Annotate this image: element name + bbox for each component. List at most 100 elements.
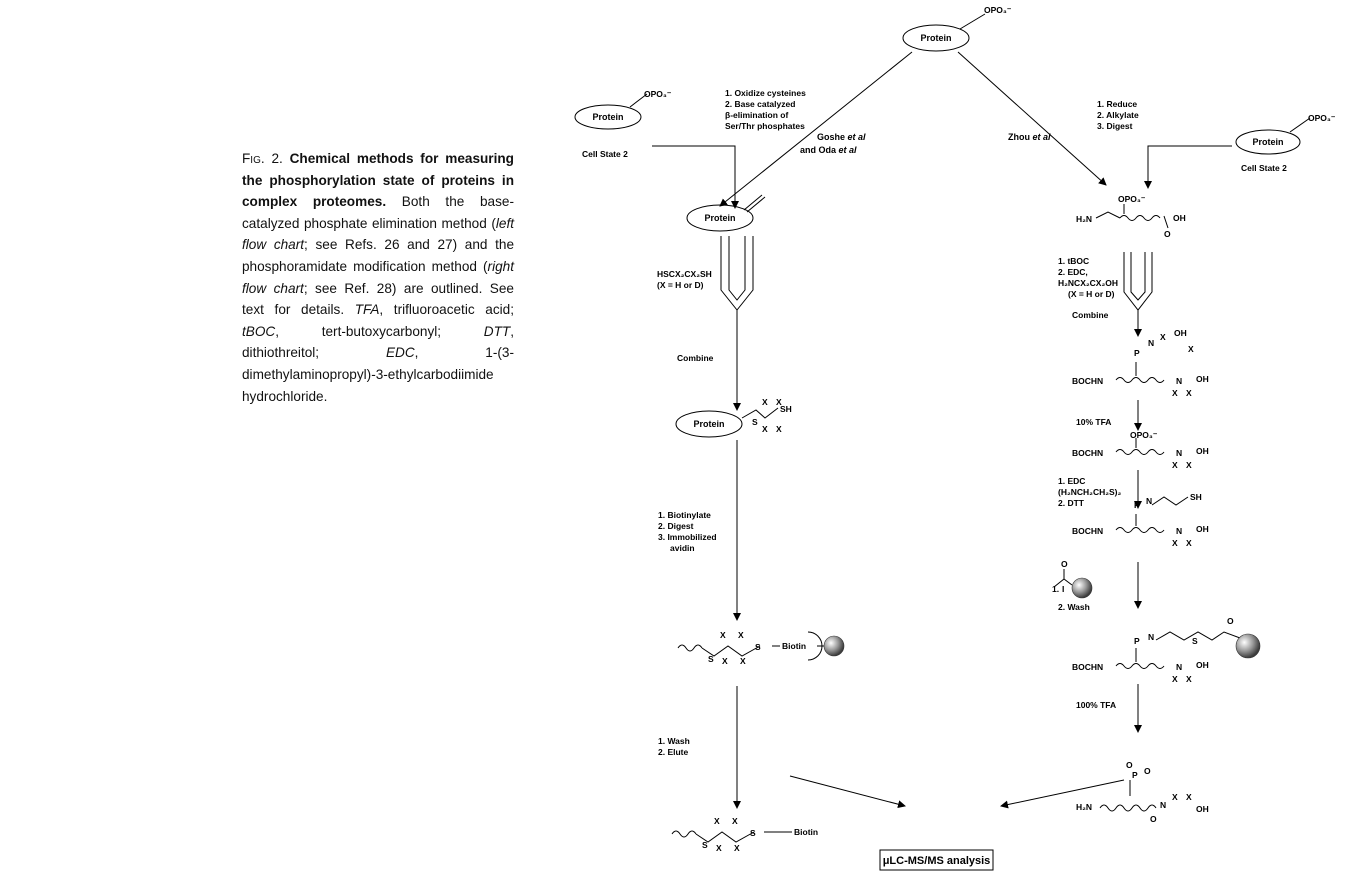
reference-et-al: et al (848, 132, 867, 142)
thiol-label: SH (780, 404, 792, 414)
reference-text: and Oda (800, 145, 839, 155)
x-label: X (1186, 674, 1192, 684)
protein-ellipse (1235, 129, 1301, 155)
tfa-10-label: 10% TFA (1076, 417, 1111, 427)
arrow-right-to-analysis (1000, 779, 1125, 809)
hydroxyl-label: OH (1196, 804, 1209, 814)
reduce-step: 1. Reduce (1097, 99, 1137, 109)
hydroxyl-label: OH (1173, 213, 1186, 223)
phosphorus-label: P (1134, 348, 1140, 358)
reference-goshe: Goshe et al (817, 132, 866, 142)
reference-et-al: et al (839, 145, 858, 155)
ethanolamine-reagent: H₂NCX₂CX₂OH (1058, 278, 1118, 288)
amine-label: H₂N (1076, 802, 1092, 812)
phosphate-label: OPO₃⁻ (1118, 194, 1146, 204)
peptide-chain (1099, 804, 1157, 812)
oxygen-label: O (1150, 814, 1157, 824)
boc-label: BOCHN (1072, 448, 1103, 458)
cystamine-reagent: (H₂NCH₂CH₂S)₂ (1058, 487, 1121, 497)
bead-icon (1235, 633, 1261, 659)
x-label: X (734, 843, 740, 853)
ethanolamine-note: (X = H or D) (1068, 289, 1115, 299)
nitrogen-label: N (1146, 496, 1152, 506)
edc-step: 2. EDC, (1058, 267, 1088, 277)
peptide-chain (1119, 215, 1161, 221)
x-label: X (1188, 344, 1194, 354)
abbr-def: , dithiothreitol; (242, 323, 514, 361)
thiol-reagent-note: (X = H or D) (657, 280, 704, 290)
abbr-edc: EDC (385, 345, 415, 361)
dtt-step: 2. DTT (1058, 498, 1085, 508)
nitrogen-label: N (1160, 800, 1166, 810)
x-label: X (1172, 792, 1178, 802)
sulfur-label: S (708, 654, 714, 664)
cell-state-label: Cell State 2 (1241, 163, 1287, 173)
protein-ellipse (574, 104, 642, 130)
nitrogen-label: N (1176, 662, 1182, 672)
x-label: X (722, 656, 728, 666)
boc-label: BOCHN (1072, 526, 1103, 536)
x-label: X (1160, 332, 1166, 342)
wash-step: 1. Wash (658, 736, 690, 746)
peptide-chain (677, 644, 703, 652)
caption-left-chart: left flow chart (242, 215, 514, 253)
abbr-def: , tert-butoxycarbonyl; (275, 323, 484, 339)
digest-step: 2. Digest (658, 521, 694, 531)
x-label: X (1186, 538, 1192, 548)
sulfur-label: S (755, 642, 761, 652)
cell-state-label: Cell State 2 (582, 149, 628, 159)
x-label: X (1186, 792, 1192, 802)
abbr-tboc: tBOC (242, 323, 276, 339)
phosphate-label: OPO₃⁻ (1130, 430, 1158, 440)
funnel (720, 236, 754, 311)
reference-text: Goshe (817, 132, 848, 142)
combine-label: Combine (1072, 310, 1109, 320)
oxygen-label: O (1164, 229, 1171, 239)
arrow-top-left (719, 51, 913, 207)
x-label: X (762, 424, 768, 434)
boc-label: BOCHN (1072, 376, 1103, 386)
elimination-step: 2. Base catalyzed (725, 99, 795, 109)
alkylate-step: 2. Alkylate (1097, 110, 1139, 120)
caption-right-chart: right flow chart (242, 258, 514, 296)
iodine-label: I (1062, 584, 1064, 594)
caption-title: Chemical methods for measuring the phosp… (242, 151, 514, 210)
linker-chain (695, 831, 755, 843)
phosphorus-label: P (1134, 636, 1140, 646)
linker-chain (1155, 631, 1241, 641)
protein-ellipse (902, 24, 970, 52)
peptide-chain (1115, 663, 1165, 669)
reference-oda: and Oda et al (800, 145, 857, 155)
analysis-label: μLC-MS/MS analysis (883, 855, 991, 867)
abbr-tfa: TFA (354, 302, 380, 318)
abbr-dtt: DTT (483, 323, 511, 339)
arrow-cell-state-left (652, 145, 739, 209)
hydroxyl-label: OH (1174, 328, 1187, 338)
arrow-top-right (957, 51, 1107, 186)
digest-step: 3. Digest (1097, 121, 1133, 131)
oxygen-label: O (1126, 760, 1133, 770)
protein-label: Protein (592, 112, 623, 122)
x-label: X (1172, 538, 1178, 548)
alkene-bond (746, 196, 766, 213)
tboc-step: 1. tBOC (1058, 256, 1089, 266)
x-label: X (1172, 388, 1178, 398)
phosphate-bond (629, 93, 648, 108)
funnel (1123, 252, 1153, 311)
protein-ellipse (675, 410, 743, 438)
wash-step: 2. Wash (1058, 602, 1090, 612)
oxygen-label: O (1144, 766, 1151, 776)
oxygen-label: O (1227, 616, 1234, 626)
caption-text: ; see Ref. 28) are outlined. See text fo… (242, 280, 514, 318)
peptide-chain (671, 830, 697, 838)
hydroxyl-label: OH (1196, 446, 1209, 456)
x-label: X (776, 424, 782, 434)
nitrogen-label: N (1148, 632, 1154, 642)
reference-et-al: et al (1033, 132, 1052, 142)
nitrogen-label: N (1176, 526, 1182, 536)
nitrogen-label: N (1176, 376, 1182, 386)
elimination-step: β-elimination of (725, 110, 788, 120)
caption-text: Both the base-catalyzed phosphate elimin… (242, 194, 515, 231)
edc-step: 1. EDC (1058, 476, 1085, 486)
